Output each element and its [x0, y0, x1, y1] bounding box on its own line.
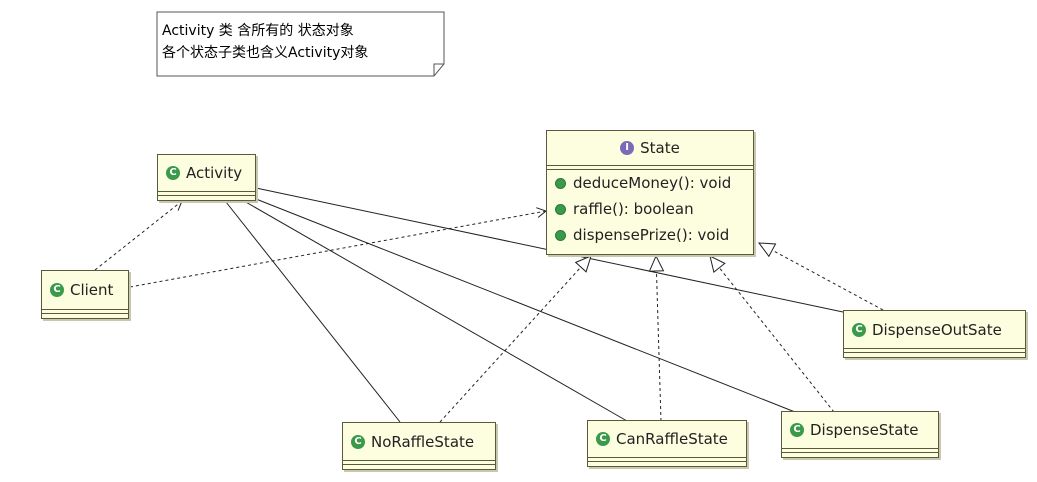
- method-label: deduceMoney(): void: [573, 174, 732, 192]
- class-client[interactable]: C Client: [41, 270, 129, 319]
- realize-dispenseoutsate-state: [757, 242, 884, 311]
- class-activity[interactable]: C Activity: [157, 154, 256, 201]
- class-icon: C: [351, 434, 365, 449]
- class-norafflestate[interactable]: C NoRaffleState: [342, 422, 496, 470]
- note-line-1: Activity 类 含所有的 状态对象: [162, 23, 354, 39]
- class-name: DispenseState: [810, 421, 919, 439]
- class-name: Client: [70, 281, 114, 299]
- note-line-2: 各个状态子类也含义Activity对象: [162, 45, 369, 61]
- class-name: NoRaffleState: [371, 432, 475, 451]
- class-icon: C: [790, 423, 804, 437]
- method-label: raffle(): boolean: [573, 200, 694, 218]
- note-shape: [156, 11, 445, 77]
- method-deducemoney[interactable]: deduceMoney(): void: [547, 170, 753, 196]
- class-name: Activity: [186, 164, 243, 182]
- method-dispenseprize[interactable]: dispensePrize(): void: [547, 222, 753, 248]
- class-state-interface[interactable]: I State deduceMoney(): void raffle(): bo…: [546, 130, 754, 255]
- method-raffle[interactable]: raffle(): boolean: [547, 196, 753, 222]
- dep-client-state: [129, 207, 548, 288]
- realize-dispensestate-state: [709, 255, 835, 413]
- public-method-icon: [555, 177, 566, 189]
- state-name: State: [640, 139, 680, 157]
- public-method-icon: [555, 203, 566, 215]
- realize-canrafflestate-state: [648, 254, 665, 422]
- realize-norafflestate-state: [439, 255, 592, 423]
- note-fold: [433, 63, 444, 76]
- class-icon: C: [596, 432, 610, 446]
- method-label: dispensePrize(): void: [573, 226, 730, 244]
- class-name: DispenseOutSate: [872, 320, 1002, 339]
- class-icon: C: [852, 322, 866, 337]
- class-dispensestate[interactable]: C DispenseState: [781, 411, 939, 458]
- public-method-icon: [555, 229, 566, 241]
- assoc-activity-norafflestate: [225, 201, 401, 423]
- class-name: CanRaffleState: [616, 430, 728, 448]
- assoc-activity-dispensestate: [255, 198, 796, 413]
- class-icon: C: [166, 166, 180, 180]
- interface-icon: I: [620, 141, 635, 155]
- class-icon: C: [50, 283, 64, 297]
- assoc-activity-canrafflestate: [243, 200, 628, 422]
- dep-client-activity: [94, 200, 183, 271]
- class-canrafflestate[interactable]: C CanRaffleState: [587, 420, 747, 467]
- class-dispenseoutsate[interactable]: C DispenseOutSate: [843, 310, 1026, 358]
